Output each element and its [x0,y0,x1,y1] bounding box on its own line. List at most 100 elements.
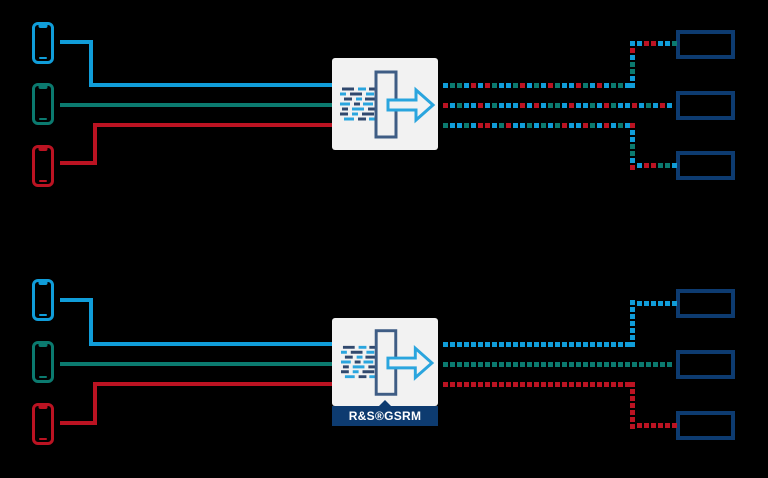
stream-dot-red [478,103,483,108]
stream-dot-red [478,382,483,387]
output-box [676,411,735,440]
stream-dot-teal [485,362,490,367]
stream-dot-blue [541,342,546,347]
stream-dot-blue [506,342,511,347]
stream-dot-blue [651,301,656,306]
stream-dot-teal [630,144,635,149]
stream-dot-teal [457,103,462,108]
stream-dot-blue [630,314,635,319]
stream-dot-teal [450,362,455,367]
stream-dot-red [644,41,649,46]
stream-dot-teal [443,123,448,128]
stream-dot-red [630,382,635,387]
stream-dot-blue [597,103,602,108]
signal-line-red [93,382,332,386]
stream-dot-blue [506,83,511,88]
stream-dot-blue [562,103,567,108]
stream-dot-red [464,382,469,387]
multiplexer-arrow-icon [340,329,435,396]
stream-dot-blue [653,103,658,108]
stream-dot-red [672,423,677,428]
stream-dot-red [485,83,490,88]
stream-dot-teal [534,83,539,88]
stream-dot-teal [443,362,448,367]
smartphone-icon-red [32,145,54,187]
stream-dot-blue [625,103,630,108]
stream-dot-teal [611,362,616,367]
stream-dot-blue [604,83,609,88]
stream-dot-red [644,423,649,428]
stream-dot-blue [625,123,630,128]
stream-dot-blue [637,163,642,168]
stream-dot-blue [583,103,588,108]
stream-dot-teal [492,362,497,367]
stream-dot-red [651,423,656,428]
stream-dot-blue [611,342,616,347]
signal-line-blue [89,83,332,87]
stream-dot-blue [625,342,630,347]
stream-dot-teal [499,123,504,128]
stream-dot-blue [457,123,462,128]
stream-dot-blue [637,41,642,46]
stream-dot-blue [527,83,532,88]
stream-dot-blue [443,342,448,347]
stream-dot-red [485,382,490,387]
stream-dot-teal [541,362,546,367]
stream-dot-blue [464,103,469,108]
stream-dot-blue [604,342,609,347]
stream-dot-blue [665,301,670,306]
stream-dot-blue [450,103,455,108]
stream-dot-teal [555,123,560,128]
stream-dot-red [562,382,567,387]
stream-dot-blue [541,83,546,88]
stream-dot-blue [499,342,504,347]
stream-dot-red [660,103,665,108]
stream-dot-teal [492,83,497,88]
stream-dot-teal [478,362,483,367]
stream-dot-teal [630,62,635,67]
signal-line-red [93,123,332,127]
stream-dot-red [630,396,635,401]
stream-dot-red [630,403,635,408]
stream-dot-blue [527,103,532,108]
stream-dot-blue [590,83,595,88]
stream-dot-blue [672,301,677,306]
stream-dot-blue [569,342,574,347]
stream-dot-teal [583,362,588,367]
stream-dot-blue [576,342,581,347]
stream-dot-blue [464,342,469,347]
stream-dot-red [604,103,609,108]
stream-dot-red [658,423,663,428]
stream-dot-red [506,382,511,387]
stream-dot-teal [583,83,588,88]
stream-dot-blue [548,342,553,347]
stream-dot-blue [590,342,595,347]
stream-dot-red [548,83,553,88]
stream-dot-blue [625,83,630,88]
stream-dot-blue [450,342,455,347]
stream-dot-blue [583,342,588,347]
signal-line-teal [60,362,332,366]
signal-line-blue [60,298,93,302]
stream-dot-teal [665,163,670,168]
stream-dot-blue [618,342,623,347]
stream-dot-red [576,382,581,387]
stream-dot-red [630,410,635,415]
stream-dot-teal [646,103,651,108]
stream-dot-teal [555,103,560,108]
stream-dot-teal [499,362,504,367]
stream-dot-teal [618,83,623,88]
stream-dot-teal [513,362,518,367]
stream-dot-red [506,123,511,128]
stream-dot-blue [471,103,476,108]
signal-line-blue [89,40,93,87]
stream-dot-blue [667,103,672,108]
stream-dot-red [499,382,504,387]
stream-dot-blue [478,83,483,88]
signal-processor-box-bottom [332,318,438,406]
stream-dot-blue [630,55,635,60]
stream-dot-blue [527,342,532,347]
stream-dot-blue [630,300,635,305]
stream-dot-red [527,382,532,387]
stream-dot-red [471,382,476,387]
